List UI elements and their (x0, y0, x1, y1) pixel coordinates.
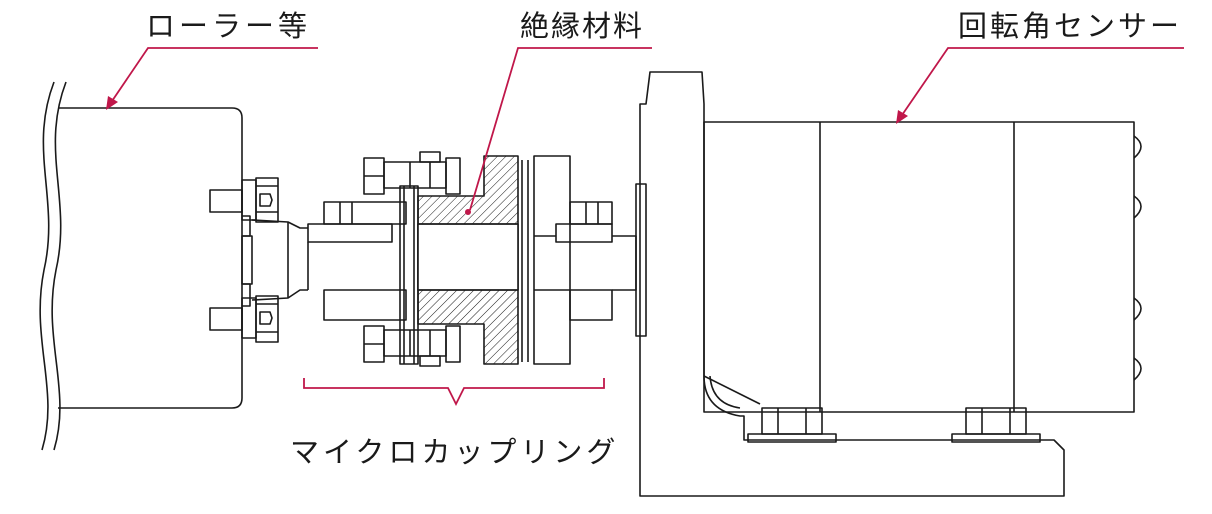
label-coupling: マイクロカップリング (290, 435, 620, 469)
roller-bolt-bottom (209, 295, 279, 343)
roller (39, 81, 253, 451)
coupling-left-hub (307, 201, 407, 321)
label-insulation: 絶縁材料 (520, 9, 645, 43)
sensor-shaft (612, 183, 647, 337)
leader-roller (109, 47, 318, 105)
insulation-point-icon (465, 209, 471, 215)
leader-sensor (899, 47, 1184, 119)
disc-pack-left (399, 185, 419, 365)
disc-pack-right (521, 160, 529, 362)
label-roller: ローラー等 (146, 9, 312, 43)
base-bolt-left (747, 407, 837, 443)
arrow-head-icon (106, 96, 118, 110)
sensor-body (703, 121, 1142, 413)
arrow-head-icon (896, 110, 908, 124)
coupling-bracket-icon (303, 378, 605, 407)
roller-shaft (251, 219, 308, 301)
label-sensor: 回転角センサー (958, 9, 1183, 43)
leader-insulation (469, 47, 652, 211)
clamp-bolt-top (363, 151, 461, 195)
insulation-flange (417, 155, 519, 365)
clamp-bolt-bottom (363, 325, 461, 367)
base-bolt-right (951, 407, 1041, 443)
coupling-right-hub (533, 155, 613, 365)
roller-bolt-top (209, 177, 279, 223)
